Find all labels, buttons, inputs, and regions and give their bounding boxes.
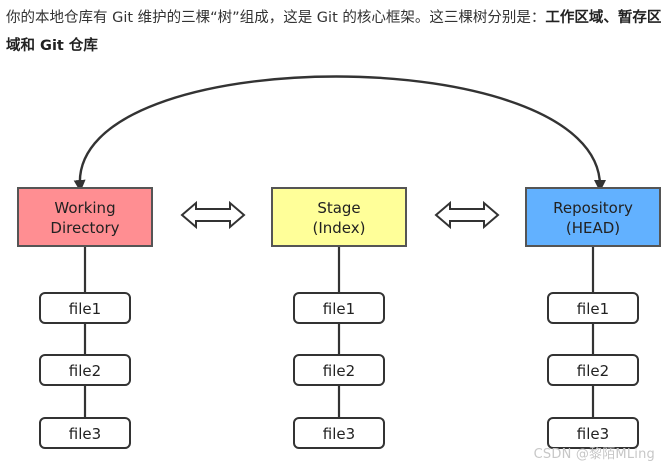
- file-box: [293, 354, 385, 386]
- double-arrow-left: [180, 200, 246, 230]
- file-box: [39, 292, 131, 324]
- stage-index-box: [271, 187, 407, 247]
- file-label: file3: [323, 425, 355, 443]
- file-label: file2: [577, 362, 609, 380]
- file-label: file3: [69, 425, 101, 443]
- file-label: file2: [69, 362, 101, 380]
- tree-label-line1: Repository: [553, 199, 633, 217]
- file-label: file1: [323, 300, 355, 318]
- file-label: file2: [323, 362, 355, 380]
- file-box: [293, 292, 385, 324]
- tree-label-line2: (Index): [313, 219, 366, 237]
- file-box: [293, 417, 385, 449]
- intro-paragraph: 你的本地仓库有 Git 维护的三棵“树”组成，这是 Git 的核心框架。这三棵树…: [6, 4, 666, 60]
- file-box: [547, 417, 639, 449]
- watermark: CSDN @黎陌MLing: [533, 447, 655, 462]
- tree-label-line1: Stage: [317, 199, 360, 217]
- file-box: [547, 292, 639, 324]
- tree-label-line1: Working: [54, 199, 115, 217]
- double-arrow-right: [434, 200, 500, 230]
- repository-head-box: [525, 187, 661, 247]
- file-label: file1: [69, 300, 101, 318]
- intro-bold-text: 工作区域、暂存区域和 Git 仓库: [6, 10, 662, 54]
- tree-label-line2: (HEAD): [566, 219, 620, 237]
- working-directory-box: [17, 187, 153, 247]
- stage-index-tree: Stage (Index) file1 file2 file3: [271, 187, 407, 449]
- file-box: [39, 354, 131, 386]
- file-box: [39, 417, 131, 449]
- file-label: file1: [577, 300, 609, 318]
- intro-text: 你的本地仓库有 Git 维护的三棵“树”组成，这是 Git 的核心框架。这三棵树…: [6, 10, 546, 26]
- file-label: file3: [577, 425, 609, 443]
- tree-label-line2: Directory: [50, 219, 119, 237]
- repository-head-tree: Repository (HEAD) file1 file2 file3: [525, 187, 661, 449]
- file-box: [547, 354, 639, 386]
- top-curve-arrow: [73, 75, 606, 192]
